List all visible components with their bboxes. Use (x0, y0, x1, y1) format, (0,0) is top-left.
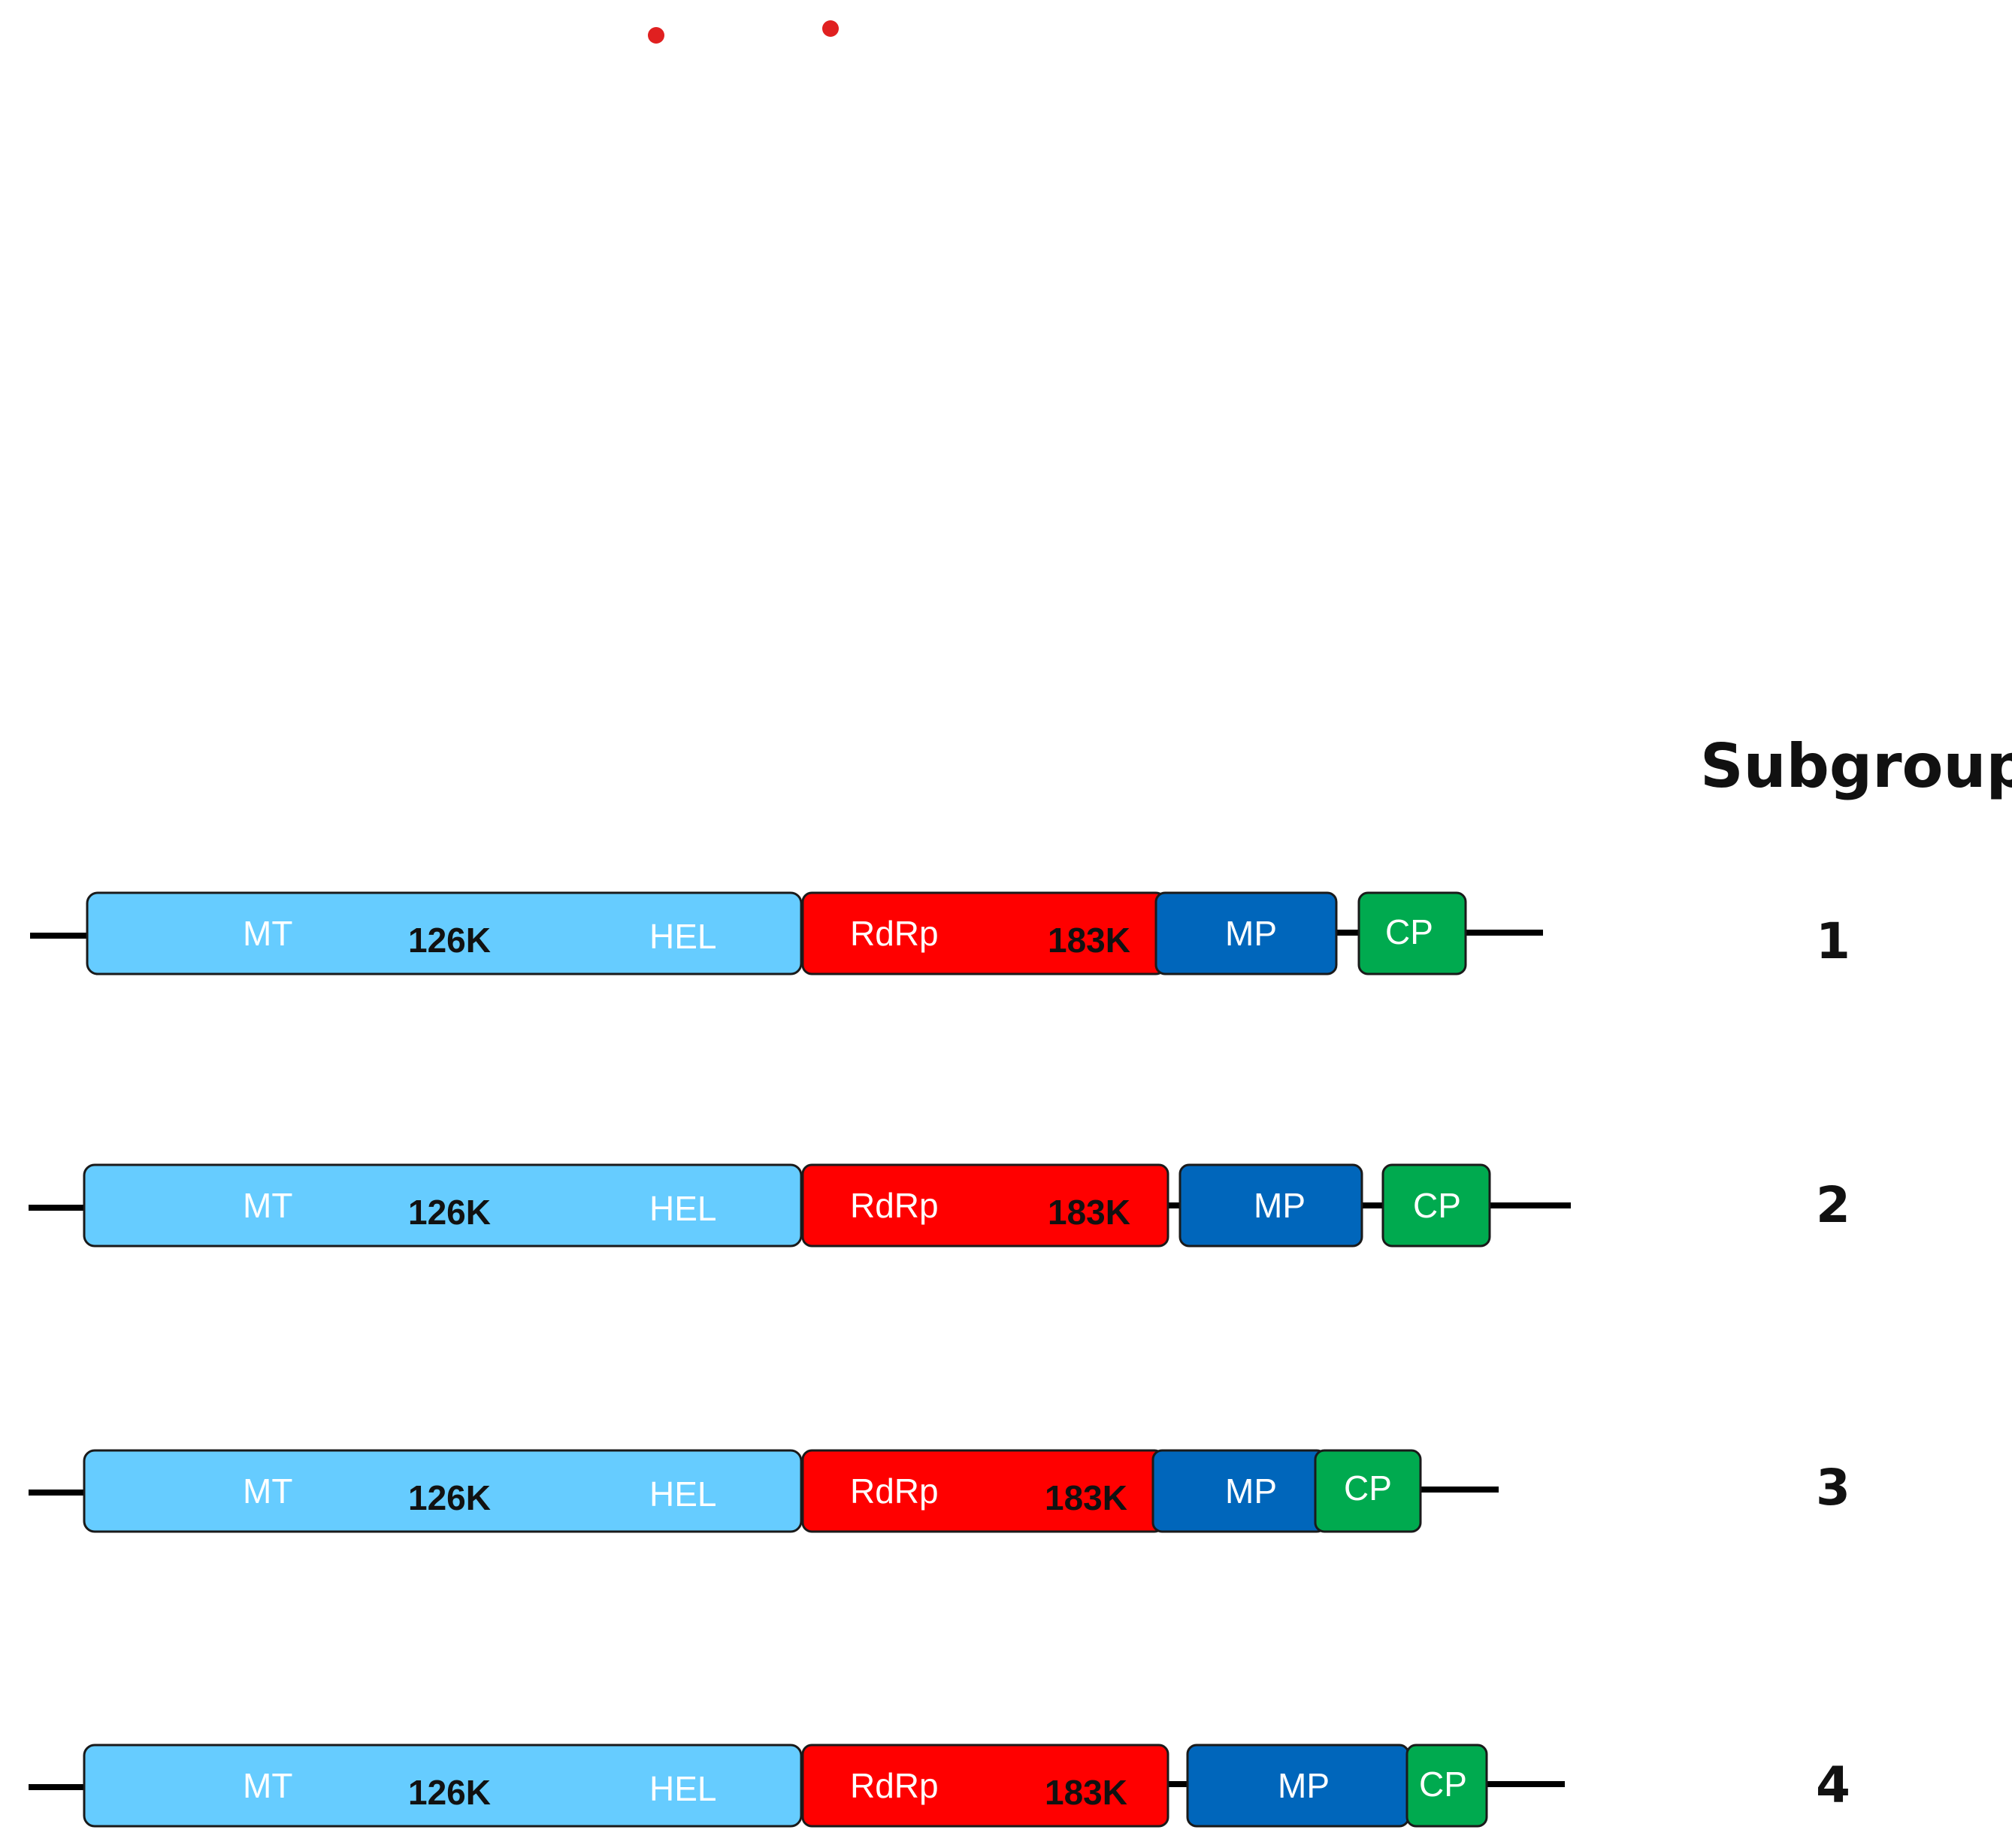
mp-label: MP (1225, 1471, 1277, 1511)
mt-label: MT (243, 1766, 292, 1805)
cp-label: CP (1419, 1765, 1467, 1804)
183k-label: 183K (1048, 1193, 1130, 1232)
cp-label: CP (1344, 1468, 1392, 1508)
genome-row-1: MT 126K HEL RdRp 183K MP CP 1 (30, 891, 1850, 975)
red-marker-dot (648, 27, 664, 44)
126k-label: 126K (408, 921, 491, 960)
mp-label: MP (1225, 914, 1277, 953)
subgroup-number: 1 (1816, 912, 1850, 970)
domain-mp-box (1154, 891, 1338, 975)
subgroup-number: 4 (1816, 1756, 1850, 1814)
domain-126k-box (83, 1744, 803, 1828)
mt-label: MT (243, 1186, 292, 1225)
hel-label: HEL (649, 1474, 716, 1514)
domain-cp-box (1357, 891, 1467, 975)
genome-row-2: MT 126K HEL RdRp 183K MP CP 2 (29, 1163, 1850, 1248)
mp-label: MP (1278, 1766, 1330, 1805)
subgroup-heading: Subgroup (1700, 731, 2012, 801)
hel-label: HEL (649, 1769, 716, 1808)
red-marker-dot (822, 20, 839, 37)
genome-row-3: MT 126K HEL RdRp 183K MP CP 3 (29, 1449, 1850, 1533)
domain-cp-box (1381, 1163, 1491, 1248)
126k-label: 126K (408, 1193, 491, 1232)
domain-cp-box (1405, 1744, 1488, 1828)
126k-label: 126K (408, 1478, 491, 1517)
rdrp-label: RdRp (850, 1766, 939, 1805)
hel-label: HEL (649, 917, 716, 956)
cp-label: CP (1413, 1186, 1461, 1225)
genome-row-4: MT 126K HEL RdRp 183K MP CP 4 (29, 1744, 1850, 1828)
rdrp-label: RdRp (850, 914, 939, 953)
183k-label: 183K (1045, 1773, 1127, 1812)
hel-label: HEL (649, 1189, 716, 1228)
domain-126k-box (83, 1163, 803, 1248)
rdrp-label: RdRp (850, 1186, 939, 1225)
mp-label: MP (1254, 1186, 1306, 1225)
183k-label: 183K (1045, 1478, 1127, 1517)
domain-126k-box (83, 1449, 803, 1533)
mt-label: MT (243, 1471, 292, 1511)
domain-mp-box (1178, 1163, 1363, 1248)
domain-183k-box (801, 1163, 1169, 1248)
cp-label: CP (1385, 912, 1433, 951)
domain-126k-box (86, 891, 803, 975)
subgroup-number: 2 (1816, 1176, 1850, 1234)
126k-label: 126K (408, 1773, 491, 1812)
183k-label: 183K (1048, 921, 1130, 960)
domain-cp-box (1314, 1449, 1422, 1533)
subgroup-number: 3 (1816, 1459, 1850, 1517)
domain-183k-box (801, 1744, 1169, 1828)
rdrp-label: RdRp (850, 1471, 939, 1511)
mt-label: MT (243, 914, 292, 953)
